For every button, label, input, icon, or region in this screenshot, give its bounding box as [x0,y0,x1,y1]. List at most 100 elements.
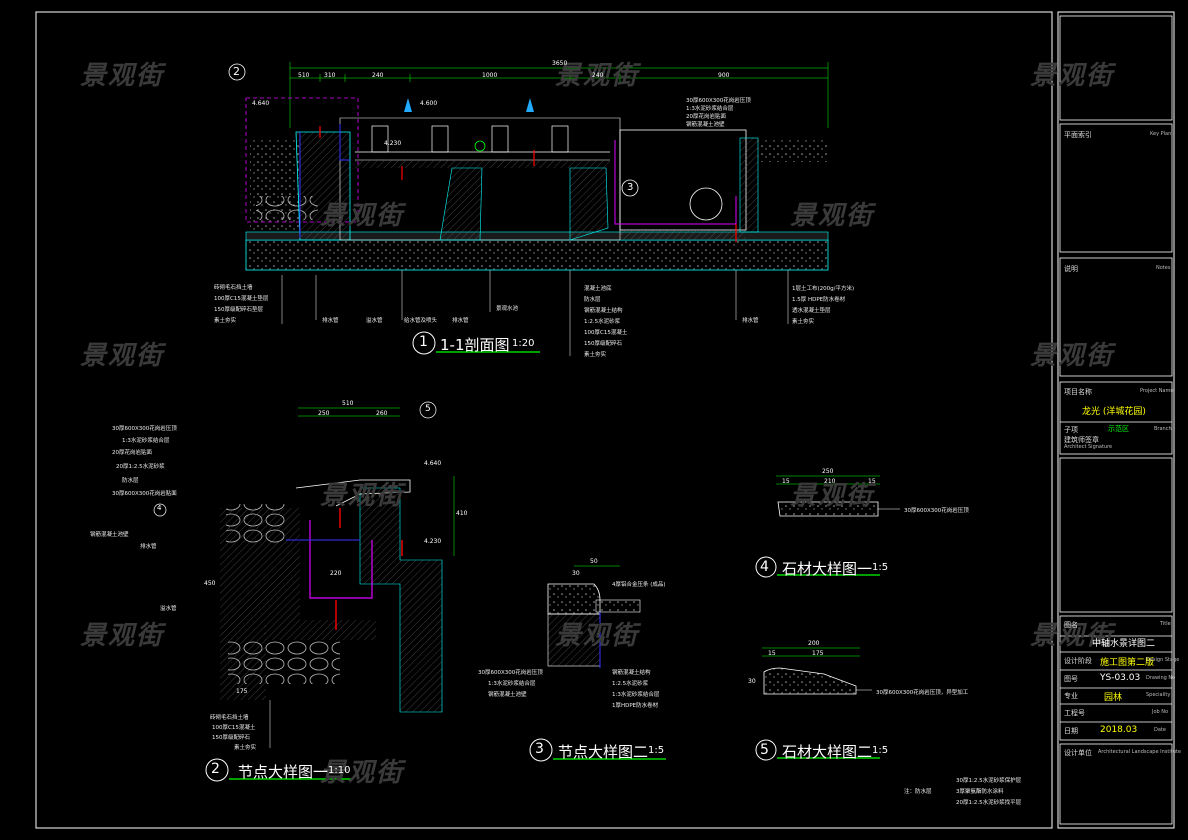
date-value: 2018.03 [1100,725,1138,735]
stone2-title: 石材大样图二 [782,743,873,761]
note: 溢水管 [366,318,383,324]
note: 给水管及喷头 [404,318,438,324]
stone1-number: 4 [760,559,769,575]
node1-callout-5: 5 [425,404,431,414]
note: 砖砌毛石挡土墙 [210,715,249,721]
watermark: 景观街 [80,341,165,371]
project-value: 龙光 (洋城花园) [1082,407,1146,417]
node1-title: 节点大样图一 [238,763,329,781]
seal-en: Architect Signature [1064,444,1113,450]
note: 30厚600X300花岗岩压顶 [478,670,543,676]
stone2-dim: 15 [768,650,776,657]
stone1-note: 30厚600X300花岗岩压顶 [904,508,969,514]
note: 防水层 [584,297,601,303]
note: 排水管 [140,544,157,550]
stone1-scale: 1:5 [872,562,889,573]
level-mark: 4.230 [384,140,402,147]
date-label: 日期 [1064,727,1078,735]
note: 砖砌毛石挡土墙 [214,285,253,291]
notes-label: 说明 [1064,265,1078,273]
section-dim: 900 [718,72,730,79]
drawing-title-en: Title [1160,621,1171,627]
watermark: 景观街 [80,61,165,91]
note: 钢筋混凝土池壁 [686,122,725,128]
date-en: Date [1154,727,1166,733]
level-mark: 4.640 [424,460,442,467]
note: 钢筋混凝土池壁 [90,532,129,538]
level-mark: 4.230 [424,538,442,545]
project-en: Project Name [1140,388,1174,394]
drawing-title-value: 中轴水景详图二 [1092,639,1156,649]
stone1-drawing [755,475,900,578]
note: 100厚C15混凝土垫层 [214,296,269,302]
key-plan-label: 平面索引 [1064,131,1092,139]
note: 1层土工布(200g/平方米) [792,286,855,292]
note: 1:3水泥砂浆结合层 [686,106,734,112]
watermark: 景观街 [320,481,405,511]
node1-scale: 1:10 [328,765,351,776]
note: 1:3水泥砂浆结合层 [612,692,660,698]
node2-scale: 1:5 [648,745,665,756]
note: 1:2.5水泥砂浆 [584,319,621,325]
section-scale: 1:20 [512,338,535,349]
section-dim: 310 [324,72,336,79]
note: 30厚1:2.5水泥砂浆保护层 [956,778,1022,784]
node2-top-note: 4厚铝合金压条 (成品) [612,582,666,588]
note: 注：防水层 [904,789,932,795]
stone2-note: 30厚600X300花岗岩压顶，异型加工 [876,690,969,696]
stone2-drawing [755,647,880,761]
note: 20厚花岗岩贴面 [686,114,726,120]
watermark: 景观街 [555,61,640,91]
note: 防水层 [122,478,139,484]
section-callout-3: 3 [627,182,634,193]
stone1-dim: 15 [782,478,790,485]
node1-dim: 175 [236,688,248,695]
drawing-title-label: 图名 [1064,621,1078,629]
note: 100厚C15混凝土 [584,330,628,336]
design-stage-value: 施工图第二版 [1100,658,1155,668]
note: 素土夯实 [234,745,257,751]
section-dim: 240 [372,72,384,79]
designer-label: 设计单位 [1064,749,1092,757]
project-label: 项目名称 [1064,388,1092,396]
stone2-dim: 175 [812,650,824,657]
level-mark: 4.640 [252,100,270,107]
note: 30厚600X300花岗岩压顶 [686,98,751,104]
section-number-1: 1 [419,334,428,350]
node2-dim: 30 [572,570,580,577]
drawing-no-label: 图号 [1064,675,1078,683]
node1-dim: 260 [376,410,388,417]
note: 150厚级配碎石 [212,735,250,741]
note: 20厚1:2.5水泥砂浆 [116,464,165,470]
key-plan-en: Key Plan [1150,131,1172,137]
specialty-en: Speciality [1146,692,1171,698]
node1-number: 2 [211,761,220,777]
stone2-scale: 1:5 [872,745,889,756]
section-drawing [228,62,829,356]
seal-label: 建筑师签章 [1064,436,1099,444]
stone1-dim: 15 [868,478,876,485]
job-no-en: Job No [1152,709,1169,715]
note: 30厚600X300花岗岩压顶 [112,426,177,432]
note: 3厚聚氨酯防水涂料 [956,789,1004,795]
section-dim: 1000 [482,72,498,79]
watermark: 景观街 [790,201,875,231]
subitem-label: 子项 [1064,426,1078,434]
node1-dim: 220 [330,570,342,577]
note: 排水管 [322,318,339,324]
node1-drawing [153,401,455,782]
watermark: 景观街 [1030,341,1115,371]
specialty-value: 园林 [1104,693,1123,703]
note: 100厚C15混凝土 [212,725,256,731]
note: 1:3水泥砂浆结合层 [122,438,170,444]
node1-callout: 4 [157,504,162,512]
note: 1.5厚 HDPE防水卷材 [792,297,846,303]
note: 素土夯实 [792,319,815,325]
note: 30厚600X300花岗岩贴面 [112,491,177,497]
watermark: 景观街 [80,621,165,651]
node2-number: 3 [535,741,544,757]
note: 景观水池 [496,306,519,312]
note: 20厚1:2.5水泥砂浆找平层 [956,800,1022,806]
watermark: 景观街 [790,481,875,511]
node1-dim: 450 [204,580,216,587]
